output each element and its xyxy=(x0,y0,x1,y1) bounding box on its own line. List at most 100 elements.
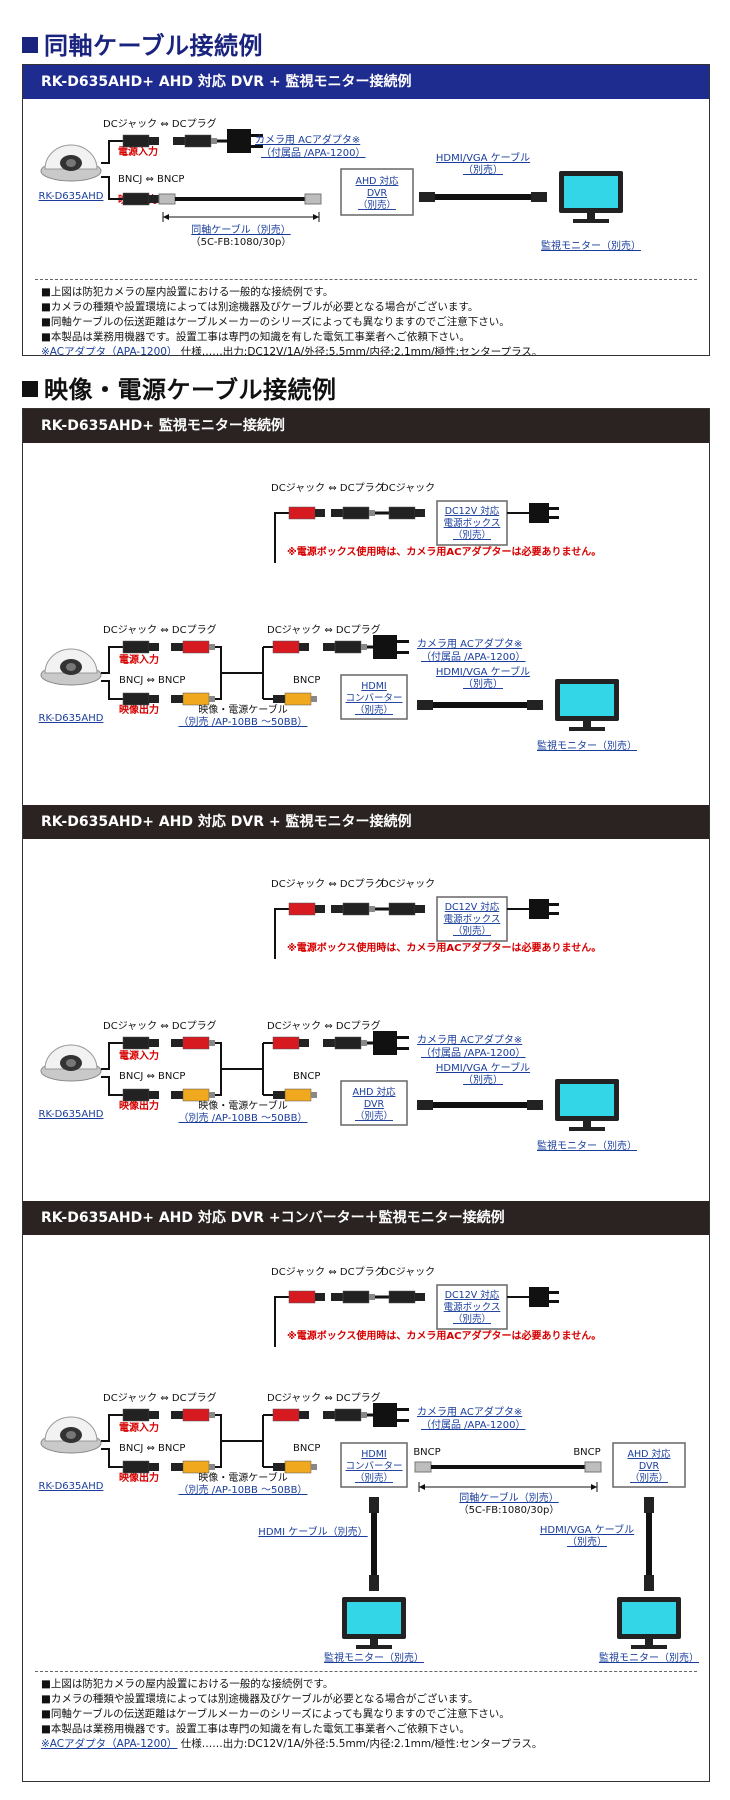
power-box-adapter-icon xyxy=(529,1287,549,1307)
dc-jack-body xyxy=(122,1036,150,1050)
hdmi-plug xyxy=(417,1100,433,1110)
wire xyxy=(101,140,123,164)
ac-prong xyxy=(397,1419,409,1422)
label: DCジャック ⇔ DCプラグ xyxy=(271,1265,385,1278)
wire xyxy=(274,1296,289,1347)
arrow-right-icon xyxy=(591,1484,597,1490)
dc-jack-boot xyxy=(299,643,309,651)
dc-plug-body xyxy=(182,640,210,654)
label: （別売） xyxy=(463,163,503,176)
label: DVR xyxy=(364,1099,385,1110)
label: （付属品 /APA-1200） xyxy=(261,146,365,159)
wire xyxy=(101,176,123,200)
label: DCジャック ⇔ DCプラグ xyxy=(267,1019,381,1032)
label: BNCP xyxy=(293,1443,320,1454)
bnc-jack-body xyxy=(122,1088,150,1102)
dc-plug-tip xyxy=(209,644,215,650)
dc-plug-body xyxy=(334,640,362,654)
power-box xyxy=(436,1284,508,1330)
wire xyxy=(215,1042,222,1096)
dc-jack-body xyxy=(288,902,316,916)
dvr-box xyxy=(612,1442,686,1488)
label: BNCP xyxy=(573,1447,600,1458)
dc-plug-boot xyxy=(331,1293,343,1301)
square-bullet-icon xyxy=(22,37,38,53)
label: ※電源ボックス使用時は、カメラ用ACアダプターは必要ありません。 xyxy=(287,941,601,954)
wire xyxy=(274,908,289,959)
power-box-adapter-icon xyxy=(529,503,549,523)
wire xyxy=(215,646,222,700)
dc-jack-boot xyxy=(299,1039,309,1047)
bnc-jack-boot xyxy=(149,1463,159,1471)
label: カメラ用 ACアダプタ※ xyxy=(417,637,522,650)
label: 電源入力 xyxy=(119,1421,159,1434)
wire xyxy=(101,1076,123,1096)
monitor-neck xyxy=(583,1121,591,1127)
label: RK-D635AHD xyxy=(39,191,104,202)
label: HDMI/VGA ケーブル xyxy=(436,1061,530,1074)
bnc-plug-boot xyxy=(171,1091,183,1099)
ac-adapter-icon xyxy=(373,1403,397,1427)
camera-lens-inner xyxy=(66,663,76,671)
monitor-neck xyxy=(587,213,595,219)
hdmi-converter-box xyxy=(340,1442,408,1488)
label: 監視モニター（別売） xyxy=(537,1139,637,1152)
label: 監視モニター（別売） xyxy=(324,1651,424,1664)
label: DCジャック ⇔ DCプラグ xyxy=(267,1391,381,1404)
camera-lens-inner xyxy=(66,1059,76,1067)
ac-adapter-link[interactable]: ※ACアダプタ（APA-1200） xyxy=(41,1738,178,1750)
dc-jack-boot xyxy=(415,905,425,913)
label: （別売） xyxy=(463,1073,503,1086)
notes-2: ■上図は防犯カメラの屋内設置における一般的な接続例です。 ■カメラの種類や設置環… xyxy=(41,1678,543,1750)
label: カメラ用 ACアダプタ※ xyxy=(255,133,360,146)
label: DCジャック xyxy=(381,878,435,890)
ac-adapter-icon xyxy=(227,129,251,153)
label: 監視モニター（別売） xyxy=(541,239,641,252)
monitor-neck xyxy=(583,721,591,727)
panel-bar-c: RK-D635AHD+ AHD 対応 DVR +コンバーター＋監視モニター接続例 xyxy=(23,1201,709,1235)
label: AHD 対応 xyxy=(628,1448,671,1460)
label: （別売） xyxy=(567,1535,607,1548)
label: DCジャック ⇔ DCプラグ xyxy=(267,623,381,636)
dc-jack-boot xyxy=(149,137,159,145)
label: 監視モニター（別売） xyxy=(599,1651,699,1664)
label: 映像出力 xyxy=(119,703,159,716)
ac-prong xyxy=(549,1300,559,1303)
dc-jack-body xyxy=(288,1290,316,1304)
label: （別売） xyxy=(453,1313,491,1325)
monitor-stand xyxy=(569,1127,605,1131)
monitor-stand xyxy=(569,727,605,731)
label: RK-D635AHD xyxy=(39,1481,104,1492)
bnc-jack-body xyxy=(122,192,150,206)
coax-cable xyxy=(431,1465,585,1469)
hdmi-plug xyxy=(527,1100,543,1110)
label: RK-D635AHD xyxy=(39,1109,104,1120)
dc-plug-boot xyxy=(323,1411,335,1419)
monitor-neck xyxy=(645,1639,653,1645)
dc-jack-boot xyxy=(299,1411,309,1419)
label: （別売） xyxy=(355,704,393,716)
divider xyxy=(35,1671,697,1672)
section-title-combo: 映像・電源ケーブル接続例 xyxy=(22,370,337,405)
bnc-plug-boot xyxy=(273,1463,285,1471)
hdmi-cable xyxy=(435,194,531,200)
wire xyxy=(101,1414,123,1442)
dc-jack-body xyxy=(388,902,416,916)
dc-jack-boot xyxy=(149,643,159,651)
bnc-jack-boot xyxy=(149,695,159,703)
camera-lens-inner xyxy=(66,1431,76,1439)
hdmi-plug xyxy=(369,1497,379,1513)
label: （別売） xyxy=(463,677,503,690)
label: 電源入力 xyxy=(118,145,158,158)
dc-plug-boot xyxy=(331,905,343,913)
dc-jack-body xyxy=(272,1036,300,1050)
hdmi-plug xyxy=(369,1575,379,1591)
label: BNCP xyxy=(293,1071,320,1082)
label: 映像・電源ケーブル xyxy=(198,1471,287,1484)
hdmi-cable xyxy=(433,1102,527,1108)
bnc-plug-body xyxy=(182,1088,210,1102)
ac-adapter-link[interactable]: ※ACアダプタ（APA-1200） xyxy=(41,346,178,356)
label: DCジャック xyxy=(381,1266,435,1278)
